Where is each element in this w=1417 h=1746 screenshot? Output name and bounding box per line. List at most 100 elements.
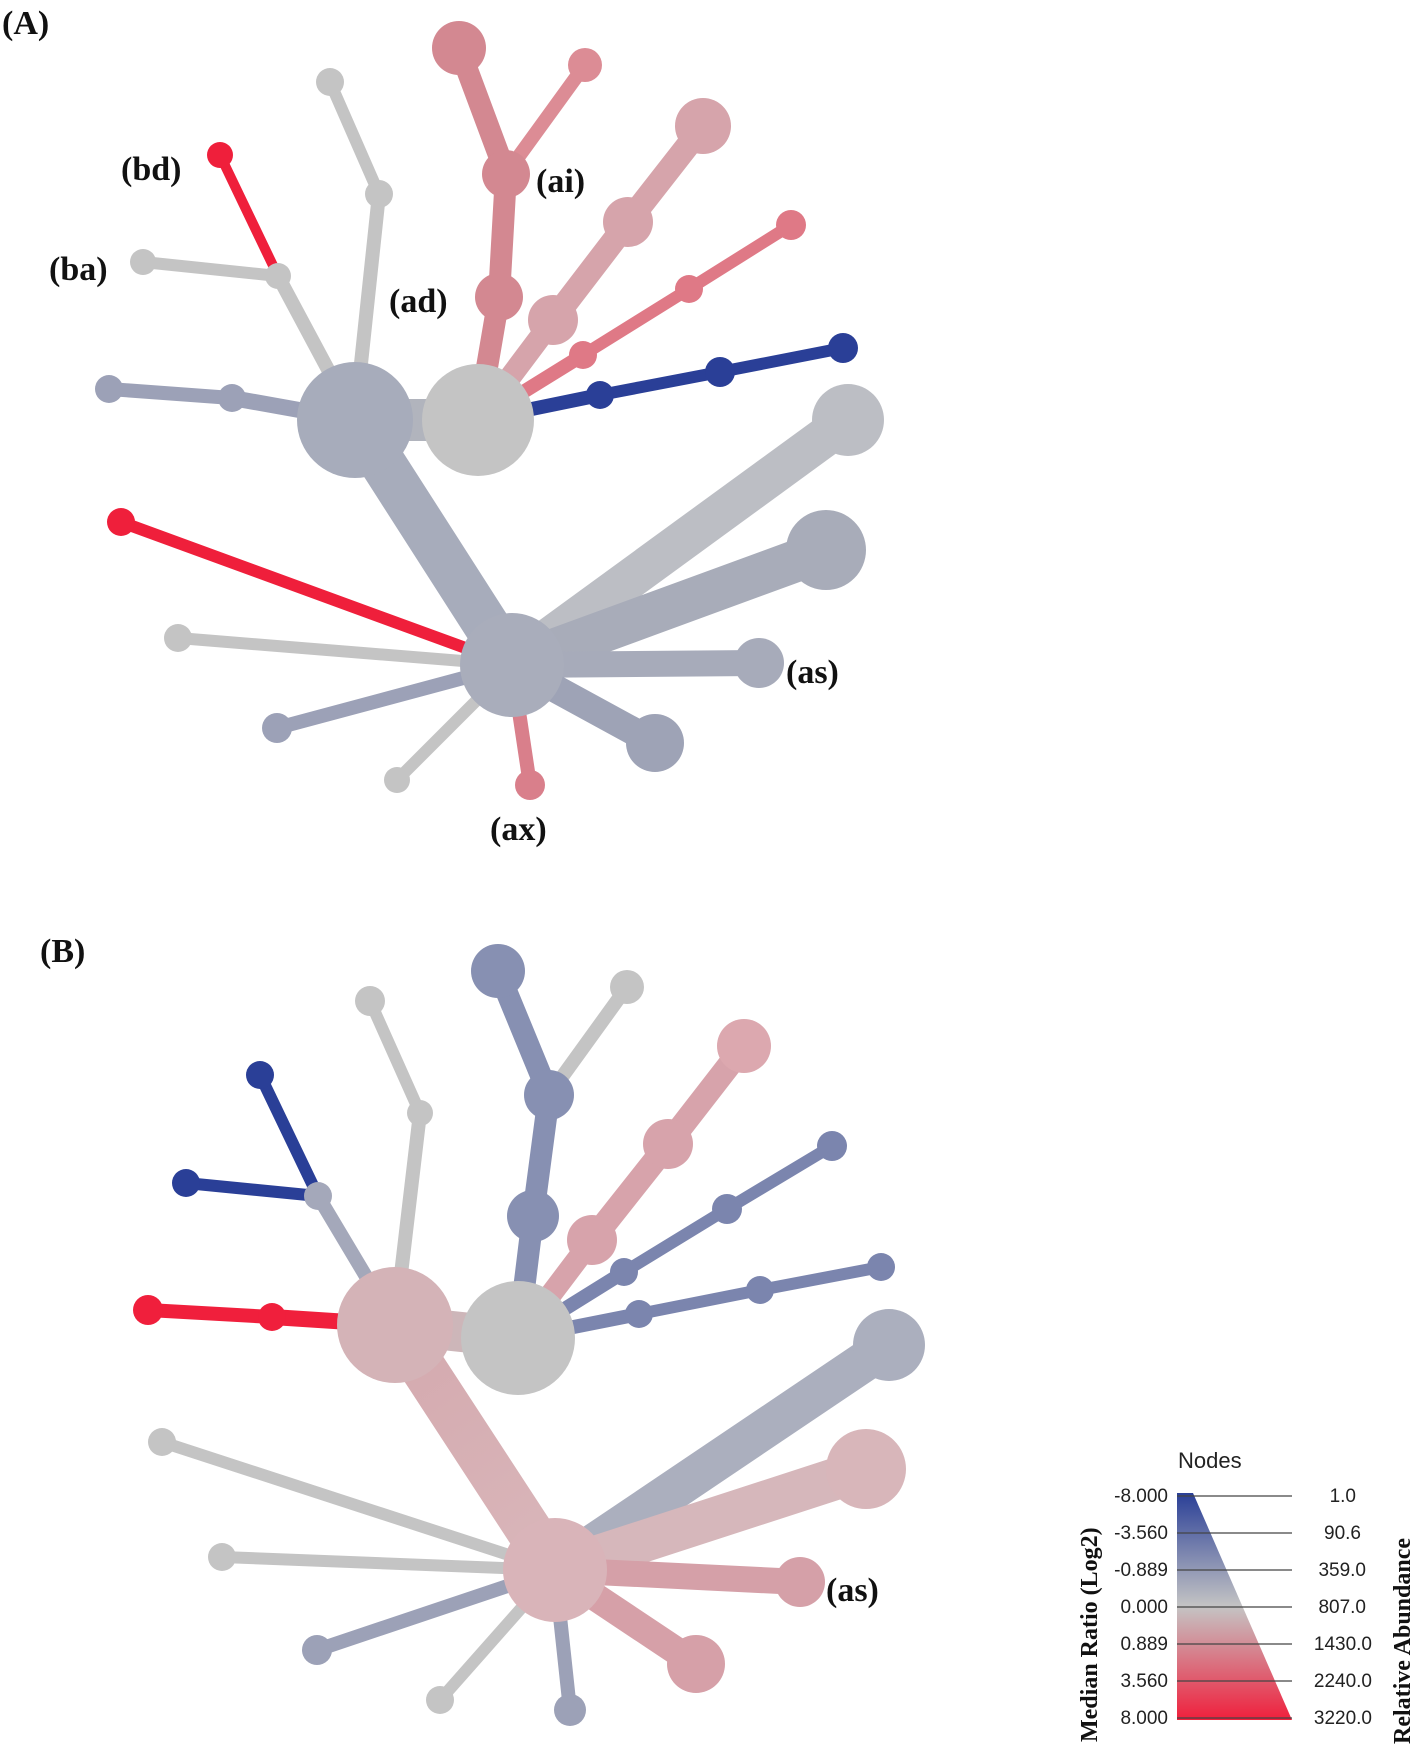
tree-node xyxy=(717,1019,771,1073)
tree-node xyxy=(460,613,564,717)
panel-a-node-labels: (bd) (ba) (ai) (ad) (as) (ax) xyxy=(49,151,839,848)
edge xyxy=(156,1436,561,1576)
legend-median-ratio-label: Median Ratio (Log2) xyxy=(1077,1527,1103,1742)
tree-node xyxy=(422,364,534,476)
legend-median-tick: 3.560 xyxy=(1120,1671,1168,1692)
node-label-as: (as) xyxy=(786,654,839,691)
legend-abundance-tick: 90.6 xyxy=(1324,1523,1361,1544)
tree-node xyxy=(675,275,703,303)
tree-node xyxy=(675,98,731,154)
tree-node xyxy=(302,1635,332,1665)
edge xyxy=(137,256,284,282)
legend-median-tick: -0.889 xyxy=(1114,1560,1168,1581)
tree-node xyxy=(625,1300,653,1328)
tree-node xyxy=(786,510,866,590)
tree-node xyxy=(172,1169,200,1197)
tree-node xyxy=(384,767,410,793)
tree-node xyxy=(482,150,530,198)
legend-median-ticks: -8.000 -3.560 -0.889 0.000 0.889 3.560 8… xyxy=(1114,1486,1168,1729)
tree-node xyxy=(667,1635,725,1693)
edge xyxy=(754,1261,887,1296)
panel-b-label: (B) xyxy=(40,933,85,970)
edge xyxy=(633,1284,766,1320)
legend-abundance-ticks: 1.0 90.6 359.0 807.0 1430.0 2240.0 3220.… xyxy=(1314,1486,1372,1729)
edge xyxy=(115,516,518,671)
edge xyxy=(216,1551,561,1576)
tree-node xyxy=(265,263,291,289)
edge xyxy=(594,366,726,401)
tree-node xyxy=(853,1309,925,1381)
node-label-as: (as) xyxy=(826,1572,879,1609)
edge xyxy=(683,219,797,295)
tree-node xyxy=(503,1518,607,1622)
tree-node xyxy=(130,249,156,275)
tree-node xyxy=(705,357,735,387)
legend-median-tick: -8.000 xyxy=(1114,1486,1168,1507)
tree-node xyxy=(610,970,644,1004)
legend-abundance-tick: 2240.0 xyxy=(1314,1671,1372,1692)
legend-median-tick: 0.000 xyxy=(1120,1597,1168,1618)
tree-node xyxy=(297,362,413,478)
legend-abundance-tick: 1.0 xyxy=(1330,1486,1356,1507)
legend-abundance-tick: 359.0 xyxy=(1318,1560,1366,1581)
node-label-ba: (ba) xyxy=(49,251,108,288)
legend-abundance-tick: 807.0 xyxy=(1318,1597,1366,1618)
panel-b-node-labels: (as) xyxy=(826,1572,879,1609)
tree-node xyxy=(355,986,385,1016)
tree-node xyxy=(107,508,135,536)
edge xyxy=(714,342,849,378)
tree-node xyxy=(528,295,578,345)
edge xyxy=(491,529,847,686)
tree-node xyxy=(432,21,486,75)
tree-node xyxy=(515,770,545,800)
edge xyxy=(618,1203,733,1278)
edge xyxy=(215,150,283,281)
tree-node xyxy=(461,1281,575,1395)
edge xyxy=(721,1140,838,1215)
tree-node xyxy=(507,1190,559,1242)
edge xyxy=(577,283,695,361)
tree-node xyxy=(95,375,123,403)
legend-abundance-tick: 3220.0 xyxy=(1314,1708,1372,1729)
tree-node xyxy=(734,638,784,688)
edge xyxy=(102,382,239,405)
legend-abundance-tick: 1430.0 xyxy=(1314,1634,1372,1655)
edge xyxy=(172,632,518,671)
node-label-ax: (ax) xyxy=(490,811,547,848)
tree-node xyxy=(207,142,233,168)
panel-a-nodes xyxy=(95,21,884,800)
tree-node xyxy=(407,1100,433,1126)
legend-title: Nodes xyxy=(1178,1448,1242,1473)
tree-node xyxy=(316,68,344,96)
tree-node xyxy=(826,1429,906,1509)
tree-node xyxy=(208,1543,236,1571)
edge xyxy=(324,76,385,200)
tree-node xyxy=(337,1267,453,1383)
edge xyxy=(534,1448,887,1591)
tree-node xyxy=(568,48,602,82)
tree-node xyxy=(776,210,806,240)
tree-node xyxy=(586,381,614,409)
tree-node xyxy=(567,1215,617,1265)
edge xyxy=(364,995,426,1119)
panel-a-label: (A) xyxy=(2,5,49,42)
legend-relative-abundance-label: Relative Abundance xyxy=(1390,1538,1416,1744)
tree-node xyxy=(426,1686,454,1714)
tree-node xyxy=(603,197,653,247)
tree-node xyxy=(164,624,192,652)
panel-b: (B) xyxy=(40,933,925,1726)
node-label-bd: (bd) xyxy=(121,151,181,188)
tree-node xyxy=(554,1694,586,1726)
tree-node xyxy=(365,180,393,208)
panel-a: (A) xyxy=(2,5,884,848)
legend: Nodes -8.000 -3.560 -0.889 0.000 0.889 3… xyxy=(1077,1448,1416,1744)
tree-node xyxy=(569,341,597,369)
legend-median-tick: 0.889 xyxy=(1120,1634,1168,1655)
tree-node xyxy=(475,273,523,321)
tree-node xyxy=(246,1061,274,1089)
node-label-ad: (ad) xyxy=(389,283,448,320)
tree-node xyxy=(258,1303,286,1331)
tree-node xyxy=(524,1070,574,1120)
edge xyxy=(180,1177,324,1202)
